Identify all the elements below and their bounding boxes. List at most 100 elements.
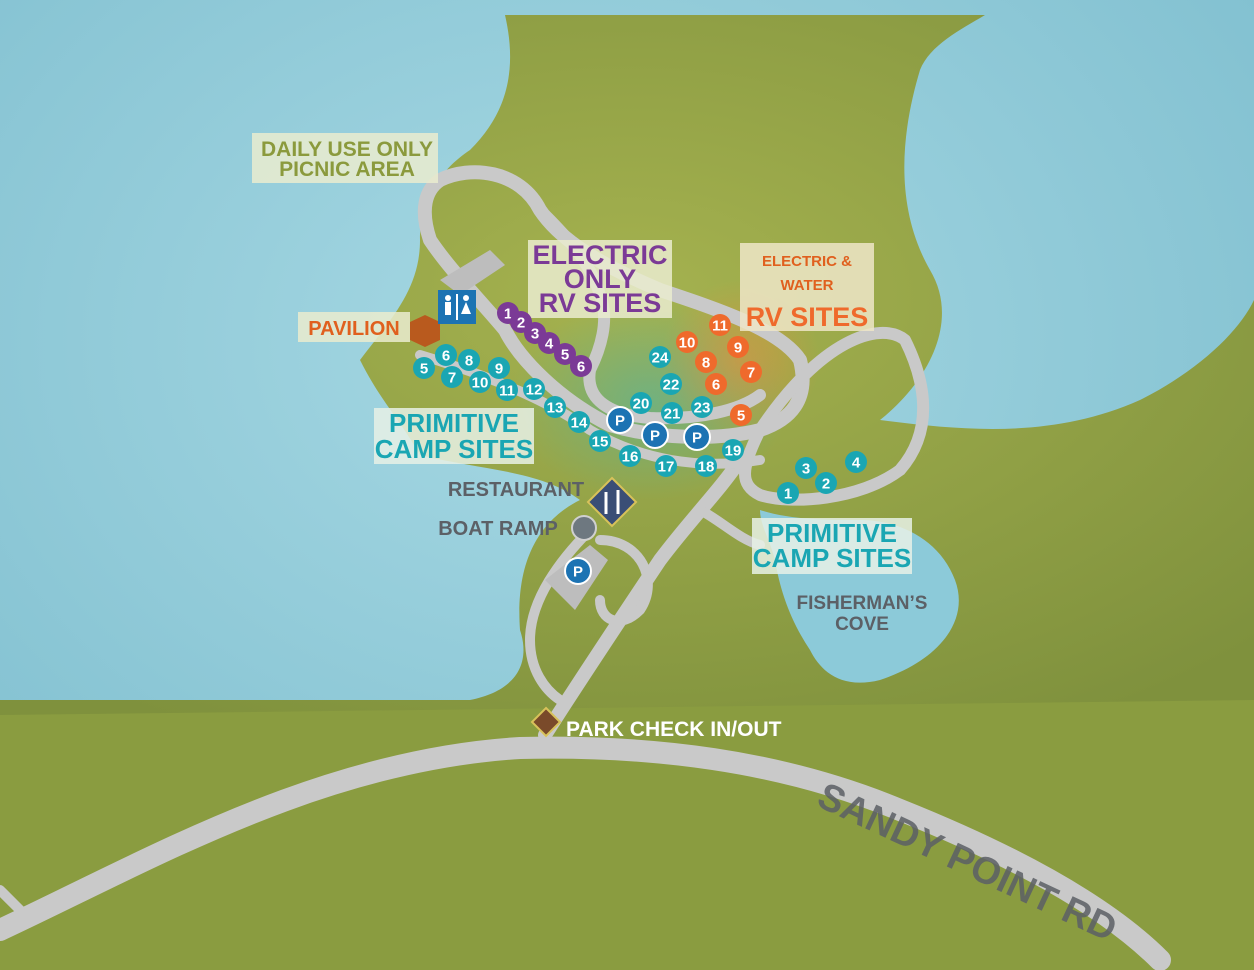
svg-text:P: P — [573, 564, 583, 581]
site-circle — [496, 379, 518, 401]
site-marker[interactable]: 10 — [469, 371, 491, 393]
site-marker[interactable]: 6 — [435, 344, 457, 366]
boat-ramp-icon[interactable] — [571, 515, 597, 541]
site-circle — [523, 378, 545, 400]
site-number: 6 — [442, 348, 450, 365]
restroom-icon[interactable] — [438, 290, 476, 324]
site-circle — [695, 351, 717, 373]
site-marker[interactable]: 8 — [695, 351, 717, 373]
site-circle — [695, 455, 717, 477]
site-marker[interactable]: 7 — [740, 361, 762, 383]
site-marker[interactable]: 15 — [589, 430, 611, 452]
site-marker[interactable]: 14 — [568, 411, 590, 433]
site-number: 10 — [679, 335, 696, 352]
site-marker[interactable]: 19 — [722, 439, 744, 461]
site-number: 2 — [517, 315, 525, 332]
ew-label-bg — [740, 243, 874, 331]
site-number: 7 — [448, 370, 456, 387]
electric-water-sites: 11 10 98 7 65 — [676, 314, 762, 426]
parking-icon[interactable]: P — [683, 423, 711, 451]
checkin-label: PARK CHECK IN/OUT — [566, 718, 782, 741]
site-marker[interactable]: 2 — [815, 472, 837, 494]
site-number: 5 — [420, 361, 428, 378]
site-marker[interactable]: 18 — [695, 455, 717, 477]
site-circle — [845, 451, 867, 473]
site-number: 24 — [652, 350, 669, 367]
pavilion-label-bg — [298, 312, 410, 342]
east-loop — [739, 327, 930, 506]
site-marker[interactable]: 9 — [488, 357, 510, 379]
site-circle — [705, 373, 727, 395]
site-number: 7 — [747, 365, 755, 382]
boat-ramp-road — [525, 525, 595, 705]
site-number: 1 — [784, 486, 792, 503]
parking-icon[interactable]: P — [641, 421, 669, 449]
site-circle — [435, 344, 457, 366]
site-marker[interactable]: 6 — [570, 355, 592, 377]
primitive-east-label-bg — [752, 518, 912, 574]
electric-label-1: ELECTRIC — [533, 240, 668, 270]
site-marker[interactable]: 12 — [523, 378, 545, 400]
site-marker[interactable]: 9 — [727, 336, 749, 358]
site-number: 6 — [712, 377, 720, 394]
site-circle — [619, 445, 641, 467]
pavilion-icon[interactable] — [410, 315, 440, 347]
picnic-label-1: DAILY USE ONLY — [261, 138, 433, 161]
site-marker[interactable]: 11 — [496, 379, 518, 401]
site-number: 6 — [577, 359, 585, 376]
site-marker[interactable]: 13 — [544, 396, 566, 418]
pavilion-label: PAVILION — [308, 318, 399, 340]
electric-label-bg — [528, 240, 672, 318]
site-marker[interactable]: 24 — [649, 346, 671, 368]
site-number: 15 — [592, 434, 609, 451]
restaurant-label: RESTAURANT — [448, 479, 584, 501]
site-marker[interactable]: 10 — [676, 331, 698, 353]
boat-ramp-loop — [595, 535, 653, 626]
site-marker[interactable]: 8 — [458, 349, 480, 371]
site-marker[interactable]: 16 — [619, 445, 641, 467]
site-marker[interactable]: 4 — [845, 451, 867, 473]
primitive-east-label-1: PRIMITIVE — [767, 518, 897, 548]
site-marker[interactable]: 5 — [413, 357, 435, 379]
site-marker[interactable]: 21 — [661, 402, 683, 424]
restaurant-icon[interactable] — [586, 476, 638, 528]
site-number: 21 — [664, 406, 681, 423]
primitive-west-label-1: PRIMITIVE — [389, 408, 519, 438]
site-marker[interactable]: 6 — [705, 373, 727, 395]
site-circle — [660, 373, 682, 395]
site-number: 3 — [531, 326, 539, 343]
site-circle — [630, 392, 652, 414]
ew-label-1: ELECTRIC & — [762, 253, 852, 270]
site-circle — [691, 396, 713, 418]
site-number: 4 — [545, 336, 554, 353]
parking-icon[interactable]: P — [564, 557, 592, 585]
site-number: 14 — [571, 415, 588, 432]
site-number: 4 — [852, 455, 861, 472]
site-number: 8 — [702, 355, 710, 372]
boat-ramp-label: BOAT RAMP — [438, 518, 558, 540]
check-in-icon[interactable] — [530, 706, 562, 738]
site-circle — [649, 346, 671, 368]
site-marker[interactable]: 7 — [441, 366, 463, 388]
site-number: 17 — [658, 459, 675, 476]
parking-icon[interactable]: P — [606, 406, 634, 434]
site-marker[interactable]: 17 — [655, 455, 677, 477]
site-marker[interactable]: 11 — [709, 314, 731, 336]
site-marker[interactable]: 5 — [730, 404, 752, 426]
site-number: 5 — [561, 347, 569, 364]
cove-label-2: COVE — [835, 614, 889, 635]
primitive-west-label-2: CAMP SITES — [375, 434, 533, 464]
site-circle — [469, 371, 491, 393]
site-marker[interactable]: 5 — [554, 343, 576, 365]
site-marker[interactable]: 4 — [538, 332, 560, 354]
primitive-west-label-bg — [374, 408, 534, 464]
site-marker[interactable]: 23 — [691, 396, 713, 418]
site-marker[interactable]: 3 — [795, 457, 817, 479]
site-circle — [570, 355, 592, 377]
roads — [0, 165, 1171, 970]
site-marker[interactable]: 22 — [660, 373, 682, 395]
site-marker[interactable]: 1 — [777, 482, 799, 504]
site-number: 11 — [712, 318, 728, 335]
site-marker[interactable]: 20 — [630, 392, 652, 414]
